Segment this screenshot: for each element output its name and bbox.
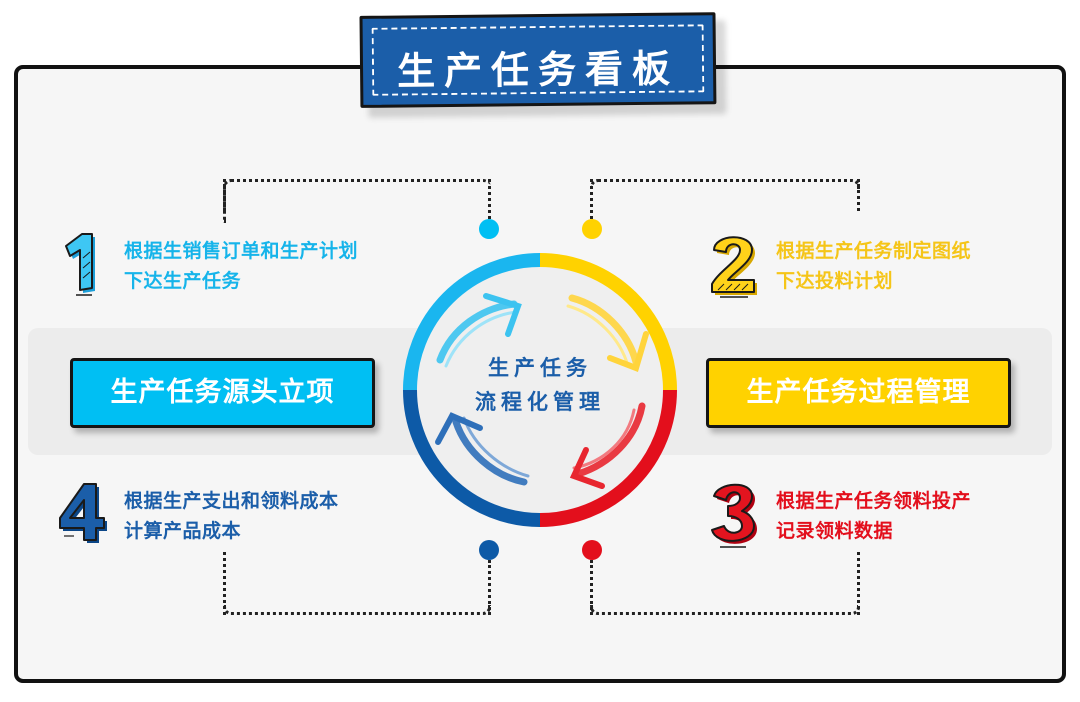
connector-step-2	[590, 179, 860, 189]
title-banner: 生产任务看板	[359, 12, 727, 118]
connector-step-3-left	[590, 560, 593, 615]
arrow-yellow-icon	[566, 294, 649, 372]
banner-body: 生产任务看板	[359, 12, 717, 108]
number-2-icon	[711, 236, 757, 298]
step-3-description: 根据生产任务领料投产 记录领料数据	[776, 486, 971, 546]
connector-step-4-right	[488, 560, 491, 615]
number-4-icon	[59, 483, 107, 543]
step-4-line-1: 根据生产支出和领料成本	[124, 490, 339, 512]
step-4-description: 根据生产支出和领料成本 计算产品成本	[124, 486, 339, 546]
step-3-line-2: 记录领料数据	[776, 520, 894, 542]
step-1-line-1: 根据生销售订单和生产计划	[124, 240, 359, 262]
step-1-description: 根据生销售订单和生产计划 下达生产任务	[124, 236, 358, 296]
process-cycle: 生产任务 流程化管理	[396, 246, 684, 534]
step-3-line-1: 根据生产任务领料投产	[776, 490, 972, 512]
connector-step-1	[223, 179, 491, 223]
dot-step-1	[479, 219, 499, 239]
page-title: 生产任务看板	[396, 46, 680, 94]
connector-step-4-left	[223, 552, 226, 615]
center-title-line-2: 流程化管理	[475, 390, 605, 414]
step-2-description: 根据生产任务制定图纸 下达投料计划	[776, 236, 971, 296]
source-project-button[interactable]: 生产任务源头立项	[70, 358, 375, 428]
number-1-icon	[65, 233, 95, 296]
connector-step-1-right	[488, 179, 491, 219]
connector-step-3	[590, 605, 860, 615]
center-title-line-1: 生产任务	[488, 356, 592, 380]
process-management-button[interactable]: 生产任务过程管理	[706, 358, 1011, 428]
arrow-red-icon	[569, 402, 646, 489]
step-4-line-2: 计算产品成本	[124, 520, 242, 542]
number-3-icon	[711, 483, 757, 548]
dot-step-4	[479, 540, 499, 560]
arrow-blue-icon	[435, 412, 530, 486]
step-2-line-2: 下达投料计划	[776, 270, 894, 292]
step-1-line-2: 下达生产任务	[124, 270, 242, 292]
step-2-line-1: 根据生产任务制定图纸	[776, 240, 972, 262]
dot-step-3	[582, 540, 602, 560]
connector-step-1-left	[223, 179, 226, 211]
connector-step-4	[223, 605, 491, 615]
dot-step-2	[582, 219, 602, 239]
connector-step-2-right	[857, 179, 860, 211]
connector-step-3-right	[857, 552, 860, 615]
arrow-cyan-icon	[436, 293, 522, 368]
process-ring	[403, 253, 677, 527]
connector-step-2-left	[590, 179, 593, 219]
